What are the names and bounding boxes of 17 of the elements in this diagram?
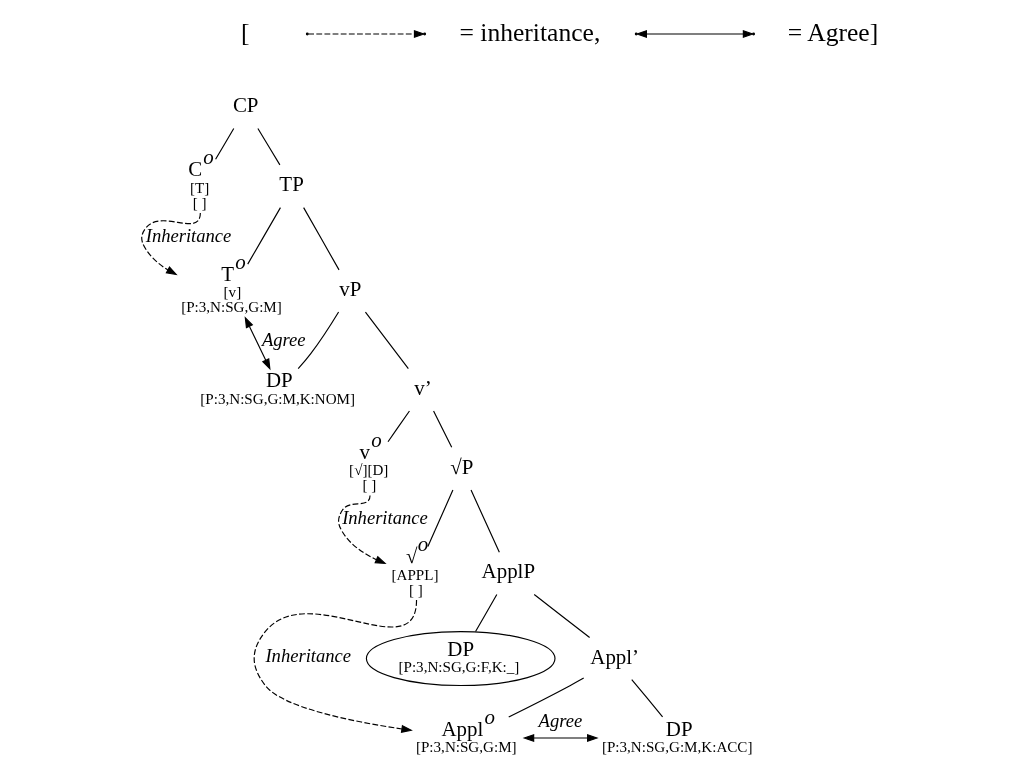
edge-label: Inheritance	[342, 507, 428, 529]
legend-label: = inheritance,	[459, 17, 601, 47]
legend-label: = Agree]	[787, 17, 879, 47]
node-text: DP [P:3,N:SG,G:M,K:NOM]	[200, 368, 356, 407]
edge-label: Inheritance	[145, 224, 232, 246]
edge-label: Agree	[538, 710, 583, 732]
node-text: vP	[339, 277, 362, 301]
label: [	[241, 17, 250, 47]
node-text: v’	[414, 375, 432, 400]
node-text: TP	[279, 172, 304, 197]
node-text: CP	[232, 93, 259, 118]
node-text: √P	[450, 454, 474, 479]
edge-label: Inheritance	[265, 644, 352, 666]
node-text: ApplP	[481, 559, 536, 584]
node-text: DP [P:3,N:SG,G:M,K:ACC]	[601, 716, 753, 755]
edge-label: Agree	[261, 329, 306, 351]
node-text: Appl’	[590, 644, 640, 669]
